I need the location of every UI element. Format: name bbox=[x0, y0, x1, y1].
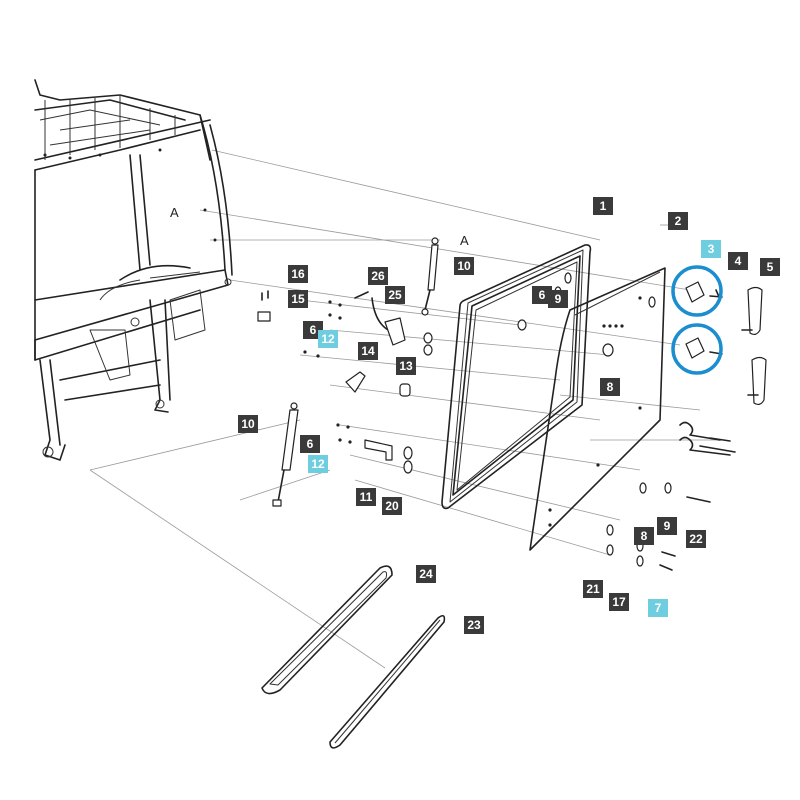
cab-frame bbox=[34, 79, 233, 461]
callout-15: 15 bbox=[288, 290, 308, 308]
callout-3-highlighted: 3 bbox=[701, 240, 721, 258]
door-frame bbox=[441, 244, 592, 510]
seal-strip-23 bbox=[329, 614, 446, 749]
highlight-ring bbox=[671, 265, 723, 317]
callout-number: 24 bbox=[419, 567, 433, 581]
callout-4: 4 bbox=[728, 252, 748, 270]
callout-number: 12 bbox=[321, 332, 335, 346]
callout-number: 10 bbox=[457, 259, 471, 273]
hardware-parts bbox=[257, 272, 736, 571]
callout-number: 16 bbox=[291, 267, 305, 281]
callout-25: 25 bbox=[385, 286, 405, 304]
callout-number: 6 bbox=[307, 437, 314, 451]
callout-11: 11 bbox=[356, 488, 376, 506]
callout-number: 8 bbox=[607, 380, 614, 394]
callout-7-highlighted: 7 bbox=[648, 599, 668, 617]
callout-6: 6 bbox=[300, 435, 320, 453]
callout-number: 2 bbox=[675, 214, 682, 228]
callout-2: 2 bbox=[668, 212, 688, 230]
leader-lines bbox=[89, 149, 720, 669]
callout-12-highlighted: 12 bbox=[318, 330, 338, 348]
callout-number: 9 bbox=[555, 292, 562, 306]
callout-16: 16 bbox=[288, 265, 308, 283]
callout-17: 17 bbox=[609, 593, 629, 611]
door-handles bbox=[741, 286, 767, 406]
callout-number: 8 bbox=[641, 529, 648, 543]
callout-22: 22 bbox=[686, 530, 706, 548]
callout-number: 21 bbox=[586, 582, 600, 596]
callout-number: 26 bbox=[371, 269, 385, 283]
callout-8: 8 bbox=[600, 378, 620, 396]
callout-number: 14 bbox=[361, 344, 375, 358]
callout-12-highlighted: 12 bbox=[308, 455, 328, 473]
reference-letter-a: A bbox=[460, 233, 469, 248]
callout-number: 25 bbox=[388, 288, 402, 302]
callout-number: 12 bbox=[311, 457, 325, 471]
callout-10: 10 bbox=[454, 257, 474, 275]
callout-26: 26 bbox=[368, 267, 388, 285]
callout-number: 10 bbox=[241, 417, 255, 431]
callout-20: 20 bbox=[382, 497, 402, 515]
gas-strut-bottom bbox=[272, 402, 299, 507]
callout-14: 14 bbox=[358, 342, 378, 360]
seal-strip-24 bbox=[261, 565, 393, 695]
callout-24: 24 bbox=[416, 565, 436, 583]
callout-10: 10 bbox=[238, 415, 258, 433]
glass-panel bbox=[529, 267, 666, 551]
callout-number: 11 bbox=[360, 490, 373, 504]
callout-8: 8 bbox=[634, 527, 654, 545]
callout-9: 9 bbox=[548, 290, 568, 308]
callout-number: 22 bbox=[689, 532, 703, 546]
callout-13: 13 bbox=[396, 357, 416, 375]
callout-number: 23 bbox=[467, 618, 481, 632]
callout-number: 3 bbox=[708, 242, 715, 256]
callout-number: 6 bbox=[539, 288, 546, 302]
reference-letter-a: A bbox=[170, 205, 179, 220]
callout-21: 21 bbox=[583, 580, 603, 598]
gas-strut-top bbox=[421, 237, 439, 316]
callout-5: 5 bbox=[760, 258, 780, 276]
callout-number: 6 bbox=[310, 323, 317, 337]
callout-number: 1 bbox=[600, 199, 607, 213]
callout-number: 15 bbox=[291, 292, 305, 306]
callout-number: 7 bbox=[655, 601, 662, 615]
callout-number: 17 bbox=[612, 595, 626, 609]
callout-number: 5 bbox=[767, 260, 774, 274]
callout-number: 13 bbox=[399, 359, 413, 373]
callout-number: 9 bbox=[664, 519, 671, 533]
callout-number: 4 bbox=[735, 254, 742, 268]
callout-9: 9 bbox=[657, 517, 677, 535]
callout-1: 1 bbox=[593, 197, 613, 215]
callout-23: 23 bbox=[464, 616, 484, 634]
highlight-ring bbox=[671, 323, 723, 375]
callout-6: 6 bbox=[532, 286, 552, 304]
callout-number: 20 bbox=[385, 499, 399, 513]
latch-parts bbox=[685, 281, 723, 359]
